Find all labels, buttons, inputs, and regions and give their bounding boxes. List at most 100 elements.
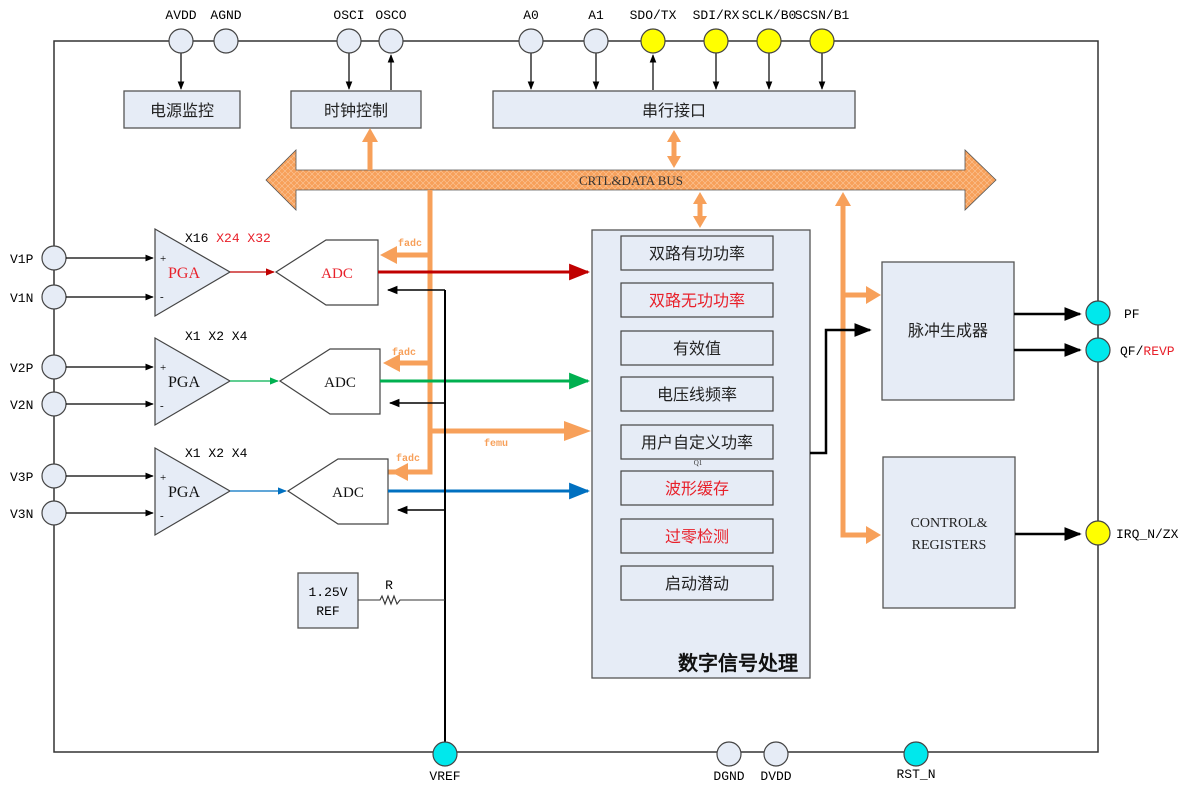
pin-label: DVDD bbox=[760, 769, 791, 784]
resistor-symbol bbox=[358, 594, 445, 606]
dsp-function-3: 有效值 bbox=[620, 330, 774, 366]
pga-label: PGA bbox=[168, 265, 200, 282]
pin-circle bbox=[378, 28, 404, 54]
pin-circle bbox=[168, 28, 194, 54]
pin-circle bbox=[41, 284, 67, 310]
reference-block: 1.25V REF bbox=[297, 572, 359, 629]
pin-irq-n-zx: IRQ_N/ZX bbox=[1085, 520, 1179, 546]
clock-control-label: 时钟控制 bbox=[324, 101, 388, 120]
dsp-note: Q1 bbox=[694, 459, 703, 467]
resistor-label: R bbox=[385, 578, 393, 593]
pin-circle bbox=[703, 28, 729, 54]
pin-label: V1N bbox=[10, 291, 33, 306]
pin-a1: A1 bbox=[583, 8, 609, 54]
serial-interface-block: 串行接口 bbox=[492, 90, 856, 129]
pin-circle bbox=[41, 354, 67, 380]
pin-v3n: V3N bbox=[10, 500, 67, 526]
pin-circle bbox=[432, 741, 458, 767]
pulse-generator-label: 脉冲生成器 bbox=[908, 321, 988, 340]
pin-circle bbox=[903, 741, 929, 767]
pin-circle bbox=[716, 741, 742, 767]
pga-gain-label: X1 X2 X4 bbox=[185, 446, 248, 461]
dsp-function-label: 有效值 bbox=[673, 339, 721, 358]
pin-sclk-b0: SCLK/B0 bbox=[742, 8, 797, 54]
pin-circle bbox=[41, 391, 67, 417]
adc-label: ADC bbox=[332, 485, 364, 501]
clock-control-block: 时钟控制 bbox=[290, 90, 422, 129]
control-registers-block: CONTROL& REGISTERS bbox=[882, 456, 1016, 609]
pin-circle bbox=[1085, 520, 1111, 546]
dsp-function-label: 双路无功功率 bbox=[649, 291, 745, 310]
pin-label: PF bbox=[1124, 307, 1140, 322]
dsp-function-6: 波形缓存 bbox=[620, 470, 774, 506]
pin-circle bbox=[41, 245, 67, 271]
pin-dvdd: DVDD bbox=[760, 741, 792, 784]
pin-v1n: V1N bbox=[10, 284, 67, 310]
dsp-function-label: 电压线频率 bbox=[657, 385, 737, 404]
adc-converter: ADC bbox=[278, 348, 381, 415]
pin-label: SDI/RX bbox=[693, 8, 740, 23]
svg-text:-: - bbox=[160, 400, 164, 412]
pin-v2n: V2N bbox=[10, 391, 67, 417]
pin-label: IRQ_N/ZX bbox=[1116, 527, 1179, 542]
dsp-block: 双路有功功率双路无功功率有效值电压线频率用户自定义功率波形缓存过零检测启动潜动 … bbox=[591, 229, 811, 679]
pin-circle bbox=[583, 28, 609, 54]
pin-v3p: V3P bbox=[10, 463, 67, 489]
pin-label: A0 bbox=[523, 8, 539, 23]
dsp-function-label: 用户自定义功率 bbox=[641, 433, 753, 452]
pin-sdo-tx: SDO/TX bbox=[630, 8, 677, 54]
dsp-title: 数字信号处理 bbox=[678, 651, 798, 675]
dsp-function-5: 用户自定义功率 bbox=[620, 424, 774, 460]
dsp-function-label: 波形缓存 bbox=[665, 479, 729, 498]
pin-circle bbox=[809, 28, 835, 54]
pin-sdi-rx: SDI/RX bbox=[693, 8, 740, 54]
pga-label: PGA bbox=[168, 374, 200, 391]
pin-label: V1P bbox=[10, 252, 34, 267]
pin-avdd: AVDD bbox=[165, 8, 197, 54]
serial-interface-label: 串行接口 bbox=[642, 101, 706, 120]
pin-label: AGND bbox=[210, 8, 241, 23]
bus-label: CRTL&DATA BUS bbox=[579, 173, 683, 188]
pin-label: OSCO bbox=[375, 8, 406, 23]
pin-vref: VREF bbox=[429, 741, 461, 784]
pin-circle bbox=[763, 741, 789, 767]
pin-pf: PF bbox=[1085, 300, 1140, 326]
pin-circle bbox=[213, 28, 239, 54]
pin-label: SCLK/B0 bbox=[742, 8, 797, 23]
pin-label: OSCI bbox=[333, 8, 364, 23]
pin-osco: OSCO bbox=[375, 8, 407, 54]
fadc-label-2: fadc bbox=[392, 347, 416, 359]
adc-label: ADC bbox=[324, 375, 356, 391]
svg-text:+: + bbox=[160, 253, 166, 265]
dsp-function-8: 启动潜动 bbox=[620, 565, 774, 601]
dsp-function-2: 双路无功功率 bbox=[620, 282, 774, 318]
svg-text:+: + bbox=[160, 472, 166, 484]
pin-osci: OSCI bbox=[333, 8, 365, 54]
pin-label: V2P bbox=[10, 361, 34, 376]
svg-text:+: + bbox=[160, 362, 166, 374]
pin-rst-n: RST_N bbox=[896, 741, 936, 782]
pin-label: V3P bbox=[10, 470, 34, 485]
dsp-function-7: 过零检测 bbox=[620, 518, 774, 554]
fadc-label-1: fadc bbox=[398, 238, 422, 250]
pga-label: PGA bbox=[168, 484, 200, 501]
pin-label: AVDD bbox=[165, 8, 196, 23]
svg-text:-: - bbox=[160, 291, 164, 303]
pin-label: VREF bbox=[429, 769, 460, 784]
pin-circle bbox=[640, 28, 666, 54]
control-data-bus: CRTL&DATA BUS bbox=[265, 149, 997, 211]
pin-circle bbox=[41, 463, 67, 489]
adc-label: ADC bbox=[321, 266, 353, 282]
adc-converter: ADC bbox=[286, 458, 389, 525]
dsp-function-4: 电压线频率 bbox=[620, 376, 774, 412]
dsp-function-label: 启动潜动 bbox=[665, 574, 729, 593]
pin-label: SDO/TX bbox=[630, 8, 677, 23]
pin-a0: A0 bbox=[518, 8, 544, 54]
fadc-label-3: fadc bbox=[396, 453, 420, 465]
